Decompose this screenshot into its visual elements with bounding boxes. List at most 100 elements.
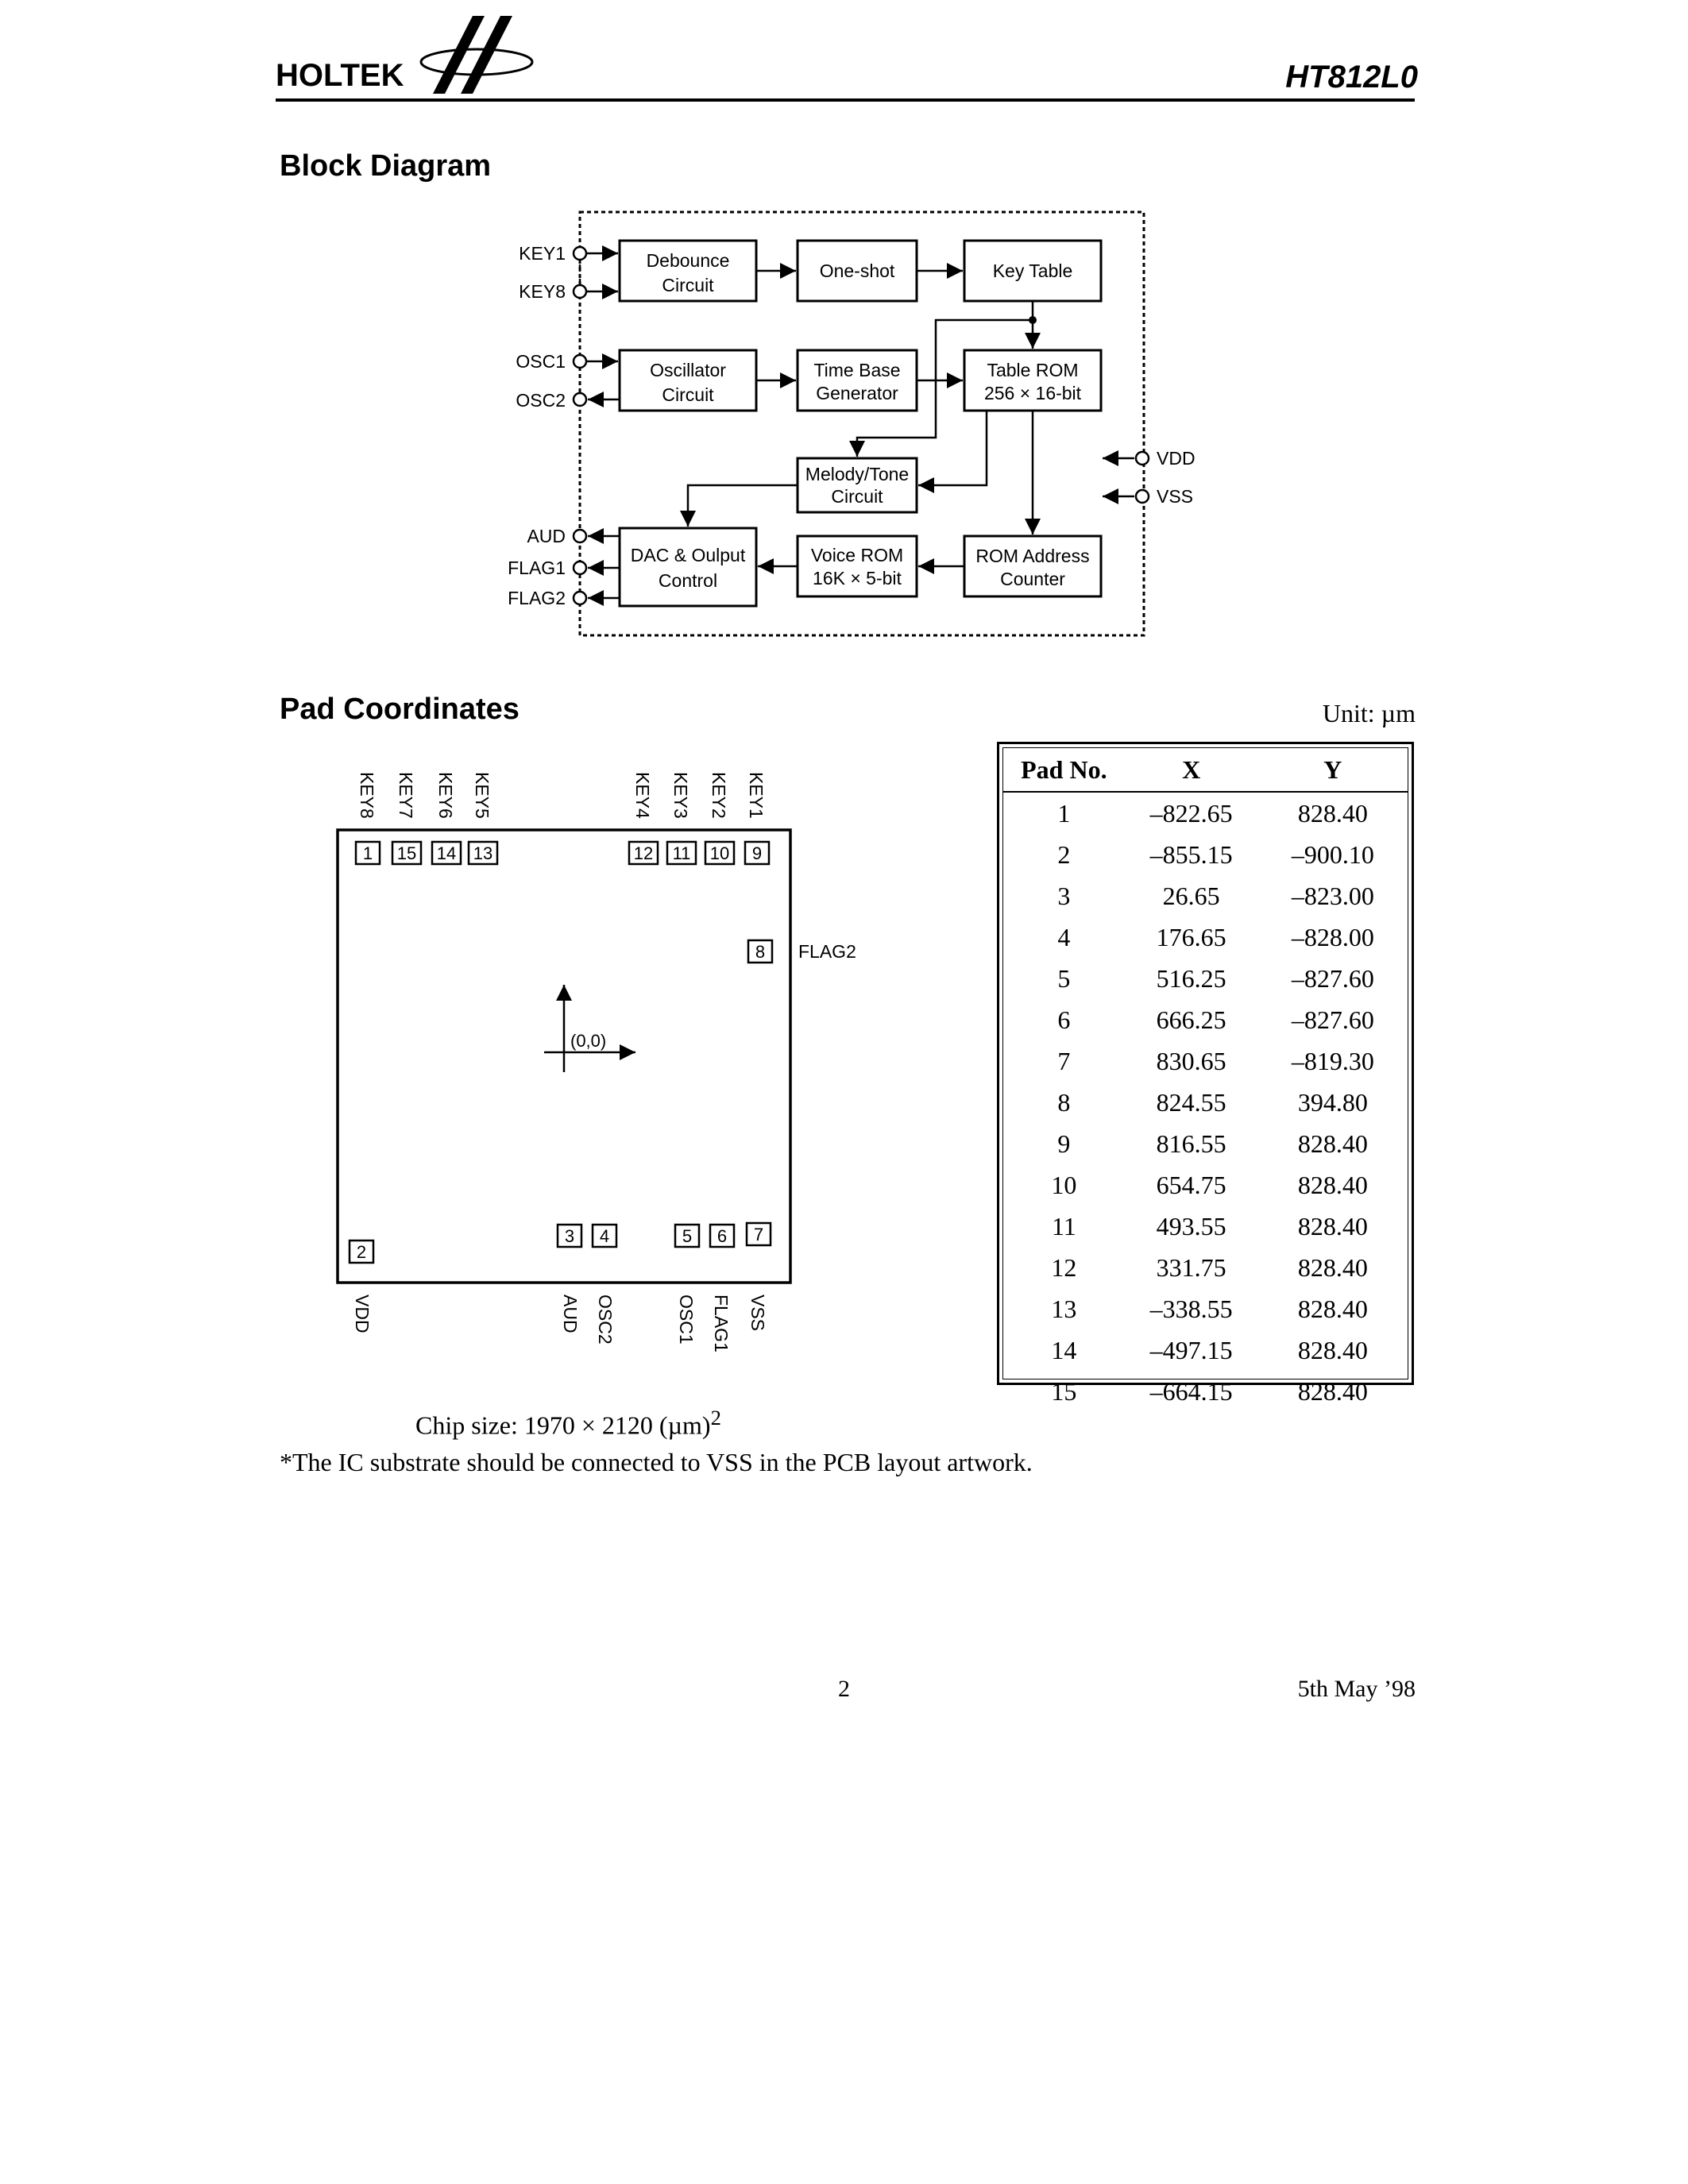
pad-6: 6 FLAG1 [709,1223,736,1352]
svg-text:6: 6 [717,1226,727,1246]
svg-text:Counter: Counter [1000,569,1065,589]
chip-size-note: Chip size: 1970 × 2120 (µm)2 [415,1406,721,1441]
svg-text:KEY7: KEY7 [396,772,416,819]
pad-number-cell: 1 [1057,798,1071,828]
header-divider [276,98,1415,102]
svg-text:12: 12 [634,843,653,863]
svg-text:3: 3 [565,1226,574,1246]
pin-key8-label: KEY8 [519,281,566,302]
x-coordinate-cell: 493.55 [1156,1211,1226,1241]
pad-number-cell: 12 [1051,1252,1077,1282]
svg-text:Circuit: Circuit [662,275,714,295]
pad-4: 4 OSC2 [591,1223,618,1345]
svg-text:11: 11 [673,843,691,863]
y-coordinate-cell: 828.40 [1297,1252,1368,1282]
table-header-row: Pad No. X Y [1003,748,1408,793]
svg-text:16K × 5-bit: 16K × 5-bit [813,568,902,588]
y-coordinate-cell: –827.60 [1291,963,1374,993]
pad-14: 14 KEY6 [431,772,462,866]
pin-flag1-label: FLAG1 [508,558,566,578]
origin-label: (0,0) [570,1031,606,1051]
svg-text:8: 8 [755,942,765,962]
pad-15: 15 KEY7 [391,772,423,866]
svg-text:10: 10 [710,843,729,863]
pad-number-cell: 2 [1057,839,1071,869]
table-row: 3 26.65 –823.00 [1003,875,1408,916]
svg-text:ROM Address: ROM Address [975,546,1089,566]
substrate-footnote: *The IC substrate should be connected to… [280,1448,1033,1476]
svg-text:OSC2: OSC2 [595,1295,616,1345]
pad-coordinates-title: Pad Coordinates [280,693,520,726]
pad-number-cell: 4 [1057,922,1071,951]
dac-block: DAC & Oulput Control [618,527,758,608]
die-outline [336,828,792,1284]
voicerom-block: Voice ROM 16K × 5-bit [796,534,918,598]
svg-text:4: 4 [600,1226,609,1246]
pin-osc2-label: OSC2 [516,390,566,411]
x-coordinate-cell: –822.65 [1149,798,1233,828]
oneshot-block: One-shot [796,239,918,303]
x-coordinate-cell: –497.15 [1149,1335,1233,1364]
pad-10: 10 KEY2 [704,772,736,866]
pad-2: 2 VDD [348,1239,375,1333]
pad-3: 3 AUD [556,1223,583,1333]
y-coordinate-cell: 828.40 [1297,1376,1368,1406]
pad-1: 1 KEY8 [354,772,381,866]
melody-tone-block: Melody/Tone Circuit [796,457,918,514]
pad-13: 13 KEY5 [467,772,499,866]
block-diagram-title: Block Diagram [280,149,492,183]
y-coordinate-cell: 828.40 [1297,1335,1368,1364]
column-header-y: Y [1257,748,1408,793]
block-diagram: Debounce Circuit One-shot Key Table Osci… [508,210,1196,637]
x-coordinate-cell: 331.75 [1156,1252,1226,1282]
pin-aud-label: AUD [527,526,566,546]
pad-5: 5 OSC1 [674,1223,701,1345]
x-coordinate-cell: 654.75 [1156,1170,1226,1199]
svg-text:Circuit: Circuit [831,486,883,507]
part-number: HT812L0 [1285,60,1418,95]
column-header-x: X [1124,748,1258,793]
pad-number-cell: 9 [1057,1129,1071,1158]
svg-text:KEY4: KEY4 [632,772,653,819]
x-coordinate-cell: 666.25 [1156,1005,1226,1034]
page-number: 2 [838,1676,850,1702]
romaddr-block: ROM Address Counter [963,534,1103,598]
svg-text:Generator: Generator [816,383,898,403]
y-coordinate-cell: –823.00 [1291,881,1374,910]
pad-number-cell: 15 [1051,1376,1077,1406]
svg-text:9: 9 [752,843,762,863]
debounce-block: Debounce Circuit [618,239,758,303]
timebase-block: Time Base Generator [796,349,918,412]
svg-text:OSC1: OSC1 [676,1295,697,1345]
table-row: 12 331.75 828.40 [1003,1247,1408,1288]
svg-text:KEY3: KEY3 [670,772,691,819]
unit-label: Unit: µm [1322,699,1416,727]
svg-text:15: 15 [397,843,416,863]
x-coordinate-cell: 26.65 [1162,881,1220,910]
svg-text:Melody/Tone: Melody/Tone [805,464,909,484]
chip-size-text: Chip size: 1970 × 2120 (µm) [415,1410,711,1440]
pad-7: 7 VSS [745,1221,772,1331]
y-coordinate-cell: –900.10 [1291,839,1374,869]
y-coordinate-cell: 828.40 [1297,1211,1368,1241]
holtek-logo: HOLTEK [276,16,534,94]
y-coordinate-cell: –827.60 [1291,1005,1374,1034]
pin-vss-label: VSS [1157,486,1193,507]
svg-text:Table ROM: Table ROM [987,360,1078,380]
svg-text:14: 14 [437,843,456,863]
y-coordinate-cell: 828.40 [1297,1170,1368,1199]
pad-11: 11 KEY3 [666,772,697,866]
pin-flag2-label: FLAG2 [508,588,566,608]
svg-text:One-shot: One-shot [820,260,895,281]
oscillator-block: Oscillator Circuit [618,349,758,412]
pad-number-cell: 3 [1057,881,1071,910]
